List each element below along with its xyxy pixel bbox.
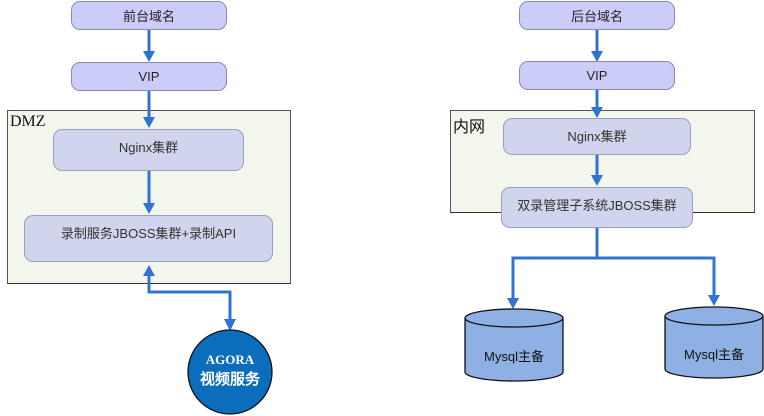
agora-label-line2: 视频服务 [199,372,260,388]
arrowhead [591,51,603,62]
backend-domain-node: 后台域名 [519,1,675,30]
nginx-cluster-node-left: Nginx集群 [53,129,244,171]
database-cylinder-1 [464,308,564,382]
arrow-service-to-databases [511,227,716,300]
recording-service-node: 录制服务JBOSS集群+录制API [24,215,273,262]
nginx-cluster-label-right: Nginx集群 [567,129,627,144]
arrowhead [143,51,155,62]
arrowhead [507,298,519,309]
nginx-cluster-node-right: Nginx集群 [503,118,691,155]
frontend-domain-node: 前台域名 [71,1,227,30]
dual-recording-service-node: 双录管理子系统JBOSS集群 [501,187,693,228]
intranet-zone-label: 内网 [453,119,486,136]
dual-recording-service-label: 双录管理子系统JBOSS集群 [517,198,677,213]
vip-node-left: VIP [71,62,227,91]
arrowhead [143,265,155,276]
arrow-service-agora-link [147,275,232,322]
frontend-domain-label: 前台域名 [122,9,175,24]
database-cylinder-2 [664,306,764,379]
agora-video-service-circle [187,329,273,415]
arrowhead [143,203,155,214]
arrowhead [591,175,603,186]
vip-label-left: VIP [138,69,160,84]
agora-video-service: AGORA 视频服务 [188,352,272,389]
database-label-2: Mysql主备 [684,347,744,362]
arrowhead [224,319,236,331]
dmz-zone-label: DMZ [10,113,46,130]
backend-domain-label: 后台域名 [570,9,623,24]
arrowhead [708,295,720,306]
arrowhead [143,117,155,128]
recording-service-label: 录制服务JBOSS集群+录制API [60,226,237,241]
arrowhead [591,107,603,118]
vip-node-right: VIP [519,61,675,90]
nginx-cluster-label-left: Nginx集群 [118,140,179,155]
database-label-1: Mysql主备 [484,349,544,364]
vip-label-right: VIP [586,68,608,83]
agora-label-line1: AGORA [205,352,255,367]
